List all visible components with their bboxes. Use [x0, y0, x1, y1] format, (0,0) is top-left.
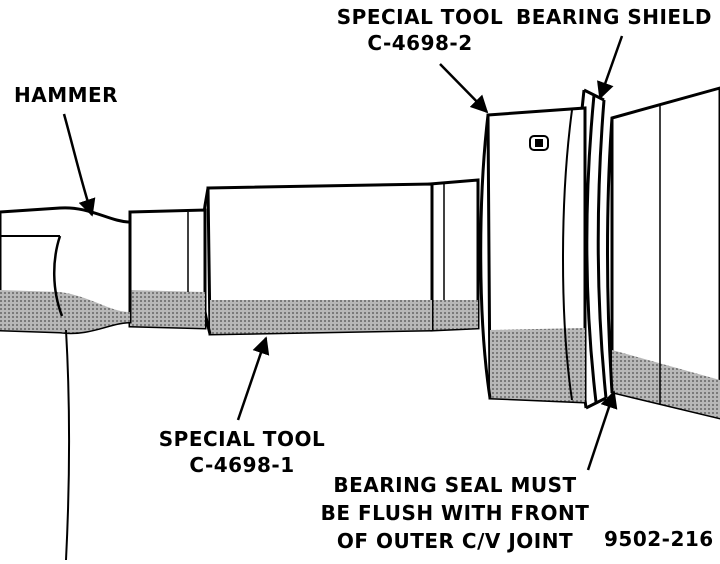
- label-special-tool-2-line1: SPECIAL TOOL: [336, 5, 504, 29]
- label-special-tool-1-line1: SPECIAL TOOL: [158, 427, 326, 451]
- figure-id: 9502-216: [604, 527, 714, 551]
- label-bearing-shield: BEARING SHIELD: [516, 5, 712, 29]
- special-tool-c4698-2: [479, 106, 587, 404]
- label-seal-line3: OF OUTER C/V JOINT: [336, 529, 574, 553]
- tool-neck: [428, 178, 480, 332]
- special-tool-c4698-1: [199, 182, 434, 336]
- label-special-tool-2-line2: C-4698-2: [367, 31, 473, 55]
- label-seal-line2: BE FLUSH WITH FRONT: [320, 501, 590, 525]
- outer-cv-joint: [606, 86, 720, 420]
- label-seal-line1: BEARING SEAL MUST: [333, 473, 577, 497]
- leader-lines: [62, 35, 624, 561]
- label-special-tool-1-line2: C-4698-1: [189, 453, 295, 477]
- hammer-body: [0, 206, 207, 335]
- label-hammer: HAMMER: [14, 83, 119, 107]
